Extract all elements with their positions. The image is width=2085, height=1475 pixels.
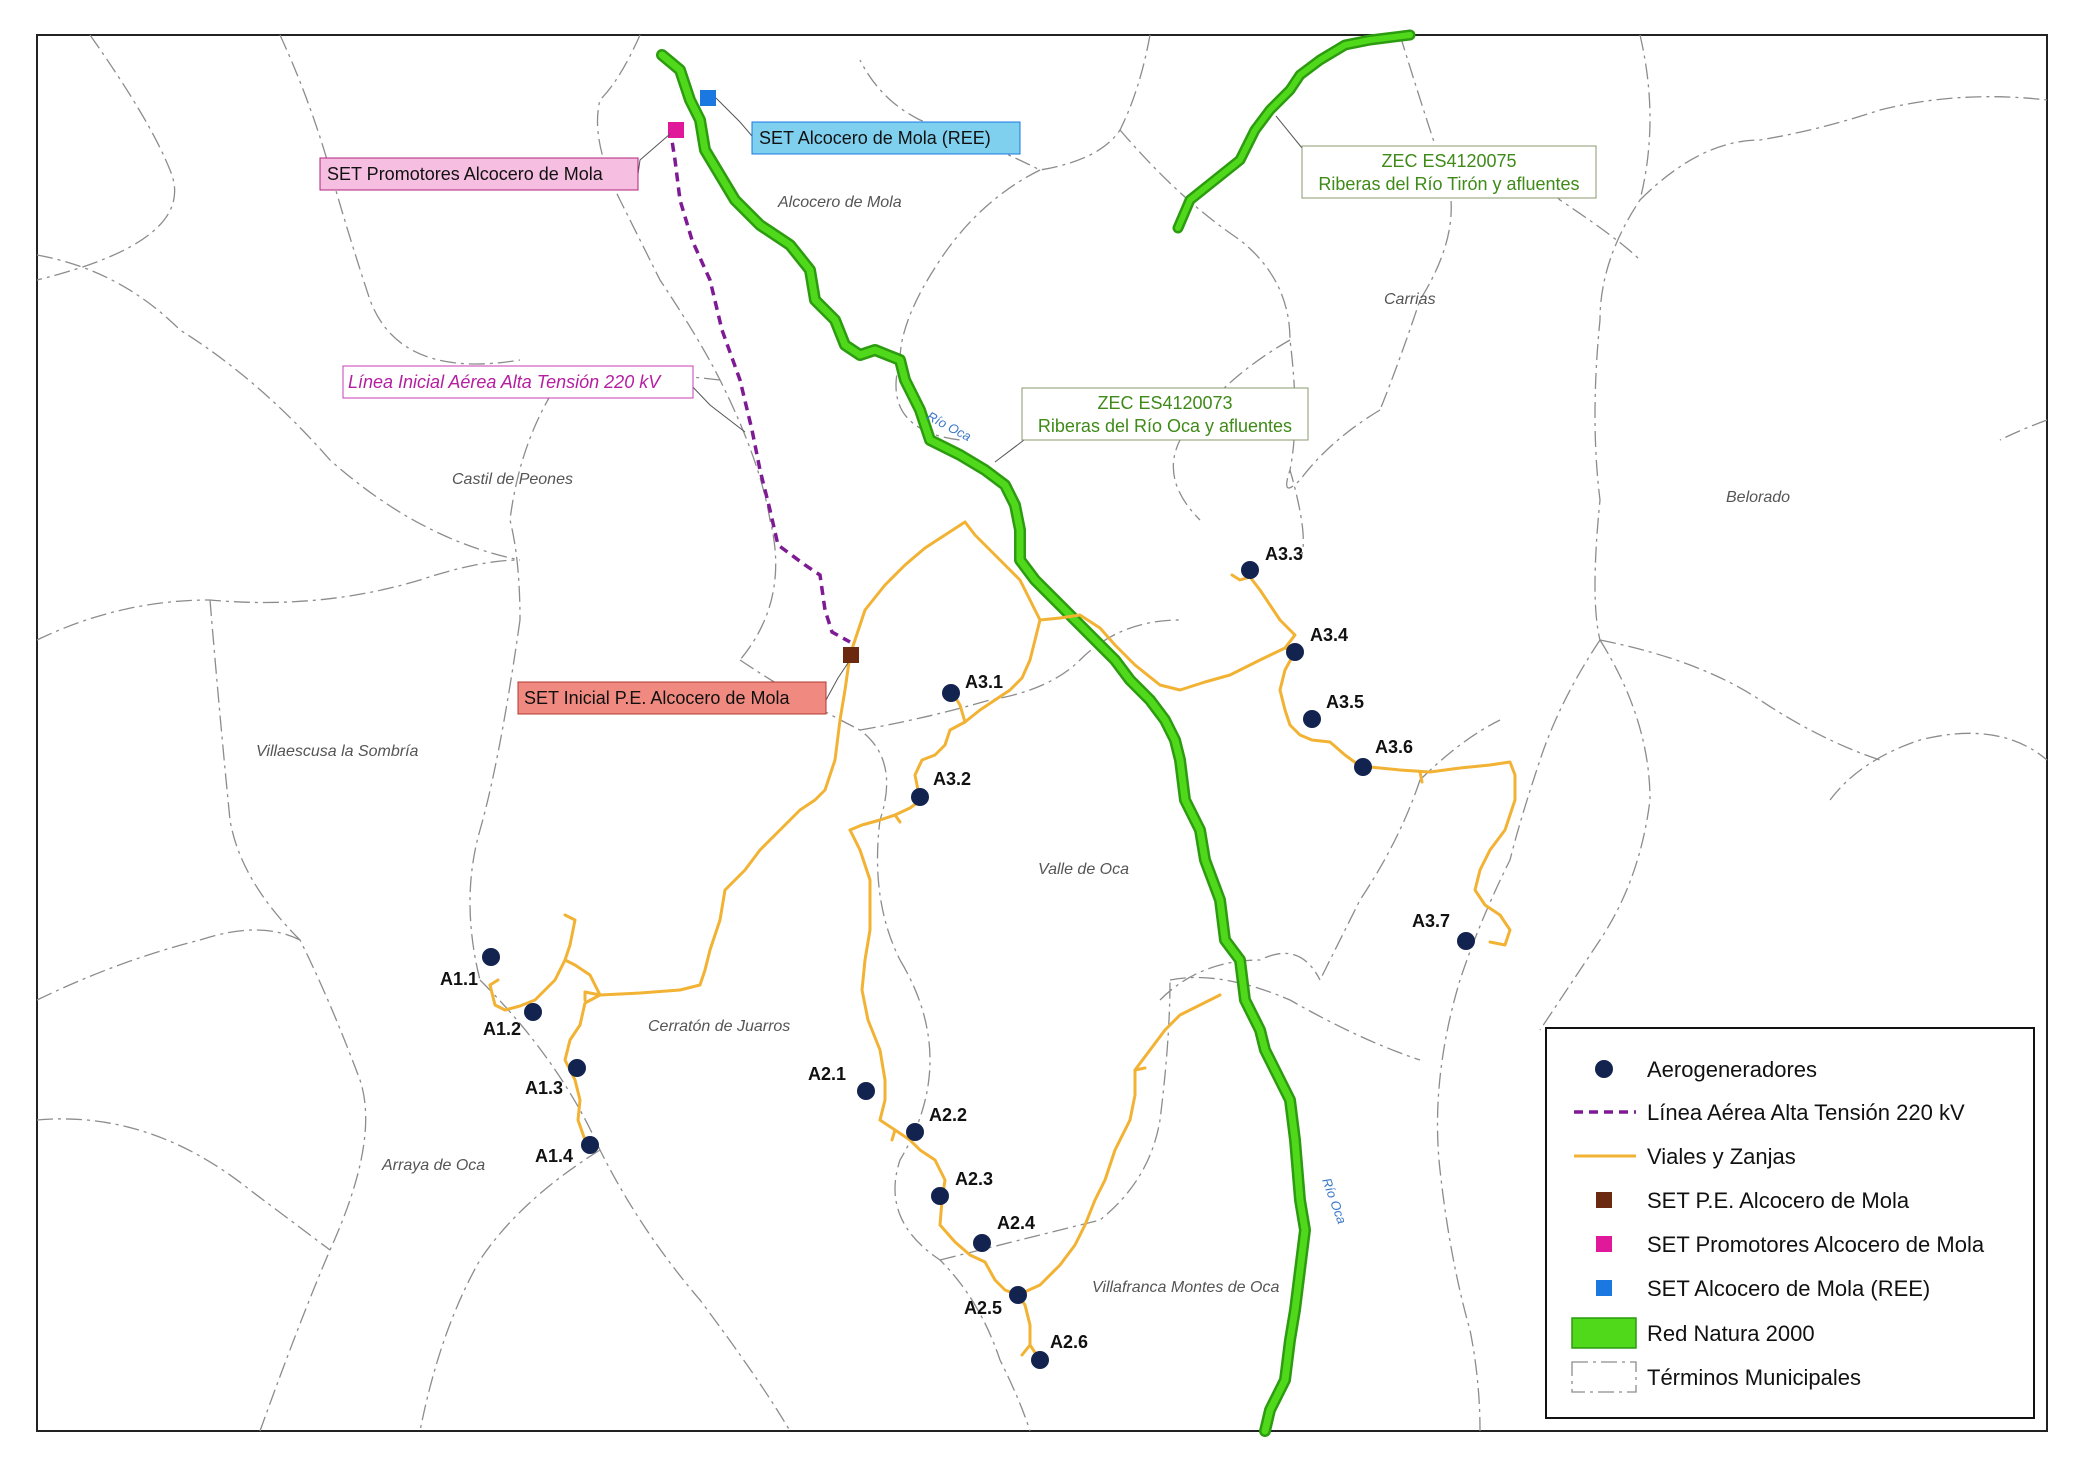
turbine-a3-2: [911, 788, 929, 806]
callout-linea: Línea Inicial Aérea Alta Tensión 220 kV: [342, 365, 746, 433]
turbine-a3-7: [1457, 932, 1475, 950]
place-castil: Castil de Peones: [452, 471, 573, 488]
callout-set-inicial: SET Inicial P.E. Alcocero de Mola: [517, 662, 849, 715]
callout-set-ree: SET Alcocero de Mola (REE): [715, 97, 1021, 155]
label-a3-6: A3.6: [1375, 737, 1413, 757]
label-a1-4: A1.4: [535, 1146, 573, 1166]
zec-oca-code: ZEC ES4120073: [1097, 393, 1232, 413]
callout-set-promotores: SET Promotores Alcocero de Mola: [319, 133, 671, 191]
place-alcocero: Alcocero de Mola: [777, 194, 902, 211]
place-carrias: Carrias: [1384, 291, 1436, 308]
legend-set-pe-symbol: [1596, 1192, 1612, 1208]
label-a2-1: A2.1: [808, 1064, 846, 1084]
place-names: Alcocero de Mola Carrias Castil de Peone…: [256, 194, 1790, 1296]
callout-set-ree-box: [751, 121, 1021, 155]
label-a3-3: A3.3: [1265, 544, 1303, 564]
power-line: [668, 127, 851, 644]
place-villafranca: Villafranca Montes de Oca: [1092, 1279, 1279, 1296]
legend-turbine-symbol: [1595, 1060, 1613, 1078]
label-a2-6: A2.6: [1050, 1332, 1088, 1352]
legend-natura: Red Natura 2000: [1647, 1321, 1815, 1346]
turbine-a1-2: [524, 1003, 542, 1021]
label-a2-4: A2.4: [997, 1213, 1035, 1233]
zec-tiron-code: ZEC ES4120075: [1381, 151, 1516, 171]
set-promotores-marker: [668, 122, 684, 138]
turbine-a3-5: [1303, 710, 1321, 728]
callout-zec-oca-box: [1021, 387, 1309, 441]
turbine-a3-1: [942, 684, 960, 702]
turbine-a3-4: [1286, 643, 1304, 661]
callout-zec-tiron-box: [1301, 145, 1597, 199]
label-a2-3: A2.3: [955, 1169, 993, 1189]
label-a1-1: A1.1: [440, 969, 478, 989]
zec-tiron-name: Riberas del Río Tirón y afluentes: [1318, 174, 1579, 194]
turbine-a2-1: [857, 1082, 875, 1100]
callout-set-inicial-text: SET Inicial P.E. Alcocero de Mola: [524, 688, 790, 708]
legend: Aerogeneradores Línea Aérea Alta Tensión…: [1545, 1027, 2035, 1419]
turbine-a2-4: [973, 1234, 991, 1252]
turbine-a2-2: [906, 1123, 924, 1141]
place-arraya: Arraya de Oca: [381, 1157, 485, 1174]
callout-set-inicial-box: [517, 681, 827, 715]
label-a3-1: A3.1: [965, 672, 1003, 692]
legend-box: [1545, 1027, 2035, 1419]
place-cerraton: Cerratón de Juarros: [648, 1018, 790, 1035]
place-villaescusa: Villaescusa la Sombría: [256, 743, 419, 760]
turbine-a1-3: [568, 1059, 586, 1077]
label-a3-7: A3.7: [1412, 911, 1450, 931]
callout-set-promotores-box: [319, 157, 639, 191]
callout-linea-box: [342, 365, 694, 399]
label-a3-2: A3.2: [933, 769, 971, 789]
legend-viales: Viales y Zanjas: [1647, 1144, 1796, 1169]
legend-set-promotores-symbol: [1596, 1236, 1612, 1252]
turbine-a2-5: [1009, 1286, 1027, 1304]
label-a3-4: A3.4: [1310, 625, 1348, 645]
legend-set-ree-symbol: [1596, 1280, 1612, 1296]
turbine-a3-3: [1241, 561, 1259, 579]
turbine-labels: A1.1 A1.2 A1.3 A1.4 A2.1 A2.2 A2.3 A2.4 …: [440, 544, 1450, 1352]
legend-set-promotores: SET Promotores Alcocero de Mola: [1647, 1232, 1985, 1257]
turbine-a2-3: [931, 1187, 949, 1205]
municipal-boundaries: [36, 34, 2048, 1432]
callout-set-promotores-text: SET Promotores Alcocero de Mola: [327, 164, 604, 184]
legend-linea: Línea Aérea Alta Tensión 220 kV: [1647, 1100, 1965, 1125]
label-a1-2: A1.2: [483, 1019, 521, 1039]
legend-natura-symbol: [1571, 1317, 1637, 1349]
turbine-a3-6: [1354, 758, 1372, 776]
legend-aerogeneradores: Aerogeneradores: [1647, 1057, 1817, 1082]
legend-set-pe: SET P.E. Alcocero de Mola: [1647, 1188, 1910, 1213]
turbine-a1-1: [482, 948, 500, 966]
turbines: [482, 561, 1475, 1369]
zec-oca-name: Riberas del Río Oca y afluentes: [1038, 416, 1292, 436]
label-a2-2: A2.2: [929, 1105, 967, 1125]
label-a2-5: A2.5: [964, 1298, 1002, 1318]
place-belorado: Belorado: [1726, 489, 1790, 506]
callout-set-ree-text: SET Alcocero de Mola (REE): [759, 128, 991, 148]
legend-set-ree: SET Alcocero de Mola (REE): [1647, 1276, 1930, 1301]
set-ree-marker: [700, 90, 716, 106]
natura-rio-tiron: [1172, 29, 1416, 234]
label-a1-3: A1.3: [525, 1078, 563, 1098]
label-a3-5: A3.5: [1326, 692, 1364, 712]
natura-rio-oca: [656, 49, 1311, 1437]
turbine-a1-4: [581, 1136, 599, 1154]
legend-terminos-symbol: [1571, 1361, 1637, 1393]
set-inicial-marker: [843, 647, 859, 663]
callout-linea-text: Línea Inicial Aérea Alta Tensión 220 kV: [348, 372, 662, 392]
roads-network: [488, 520, 1517, 1359]
callout-zec-oca: ZEC ES4120073 Riberas del Río Oca y aflu…: [994, 387, 1309, 463]
callout-zec-tiron: ZEC ES4120075 Riberas del Río Tirón y af…: [1275, 115, 1597, 199]
legend-terminos: Términos Municipales: [1647, 1365, 1861, 1390]
turbine-a2-6: [1031, 1351, 1049, 1369]
place-valle: Valle de Oca: [1038, 861, 1129, 878]
